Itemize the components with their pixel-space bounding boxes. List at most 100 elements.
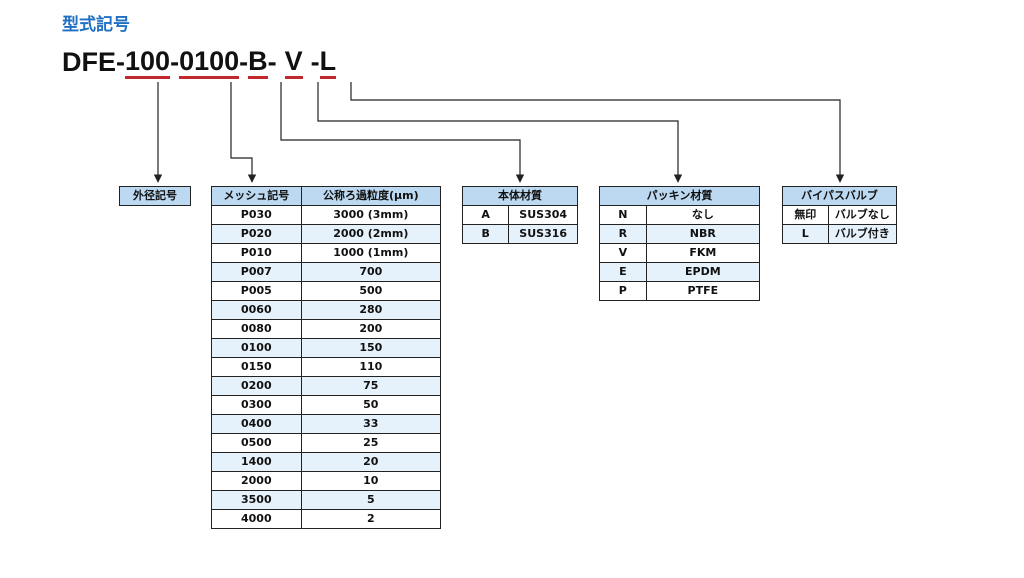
code-cell: B	[461, 224, 510, 244]
value-cell: 1000 (1mm)	[300, 243, 442, 263]
code-cell: P010	[211, 243, 302, 263]
value-cell: 20	[300, 452, 442, 472]
mesh-header-code: メッシュ記号	[211, 186, 302, 206]
code-cell: V	[599, 243, 647, 263]
code-cell: P030	[211, 205, 302, 225]
code-segment-packing-material: V	[284, 46, 303, 79]
value-cell: 5	[300, 490, 442, 510]
code-cell: 0150	[211, 357, 302, 377]
code-segment-bypass-valve: L	[319, 46, 337, 79]
value-cell: 500	[300, 281, 442, 301]
code-separator: -	[170, 46, 180, 77]
connector-body-material	[280, 82, 525, 183]
value-cell: 280	[300, 300, 442, 320]
code-segment-body-material: B	[248, 46, 268, 79]
value-cell: PTFE	[645, 281, 761, 301]
code-cell: 0200	[211, 376, 302, 396]
section-title: 型式記号	[62, 15, 130, 35]
code-cell: 0060	[211, 300, 302, 320]
value-cell: 25	[300, 433, 442, 453]
value-cell: NBR	[645, 224, 761, 244]
code-cell: P	[599, 281, 647, 301]
value-cell: 2	[300, 509, 442, 529]
code-cell: 2000	[211, 471, 302, 491]
value-cell: 33	[300, 414, 442, 434]
code-segment-outer-diameter: 100	[125, 46, 171, 79]
code-separator: -	[239, 46, 249, 77]
connector-bypass-valve	[350, 82, 845, 183]
value-cell: 700	[300, 262, 442, 282]
code-cell: P005	[211, 281, 302, 301]
code-cell: 0100	[211, 338, 302, 358]
connector-mesh	[230, 82, 257, 183]
value-cell: 110	[300, 357, 442, 377]
code-cell: 1400	[211, 452, 302, 472]
code-cell: L	[782, 224, 829, 244]
value-cell: 10	[300, 471, 442, 491]
code-segment-mesh: 0100	[179, 46, 240, 79]
outer-diameter-table: 外径記号	[119, 186, 191, 206]
code-separator: -	[267, 46, 277, 77]
bypass-valve-row: 無印バルブなし	[782, 205, 898, 225]
value-cell: バルブ付き	[827, 224, 898, 244]
value-cell: 200	[300, 319, 442, 339]
model-code: DFE- 100 - 0100 - B - V - L	[62, 44, 337, 80]
code-cell: 0300	[211, 395, 302, 415]
code-cell: A	[461, 205, 510, 225]
bypass-valve-header: バイパスバルブ	[782, 186, 897, 206]
code-cell: E	[599, 262, 647, 282]
code-cell: P007	[211, 262, 302, 282]
value-cell: 50	[300, 395, 442, 415]
mesh-header-value: 公称ろ過粒度(μm)	[300, 186, 442, 206]
code-cell: N	[599, 205, 647, 225]
code-cell: 3500	[211, 490, 302, 510]
value-cell: EPDM	[645, 262, 761, 282]
code-separator: -	[310, 46, 320, 77]
code-cell: R	[599, 224, 647, 244]
value-cell: 3000 (3mm)	[300, 205, 442, 225]
code-cell: 0500	[211, 433, 302, 453]
code-prefix: DFE-	[62, 46, 125, 77]
outer-diameter-header: 外径記号	[119, 186, 191, 206]
value-cell: なし	[645, 205, 761, 225]
connector-packing-material	[317, 82, 683, 183]
code-cell: 4000	[211, 509, 302, 529]
code-cell: 0400	[211, 414, 302, 434]
code-cell: 無印	[782, 205, 829, 225]
value-cell: FKM	[645, 243, 761, 263]
value-cell: SUS316	[508, 224, 578, 244]
body-material-header: 本体材質	[462, 186, 578, 206]
